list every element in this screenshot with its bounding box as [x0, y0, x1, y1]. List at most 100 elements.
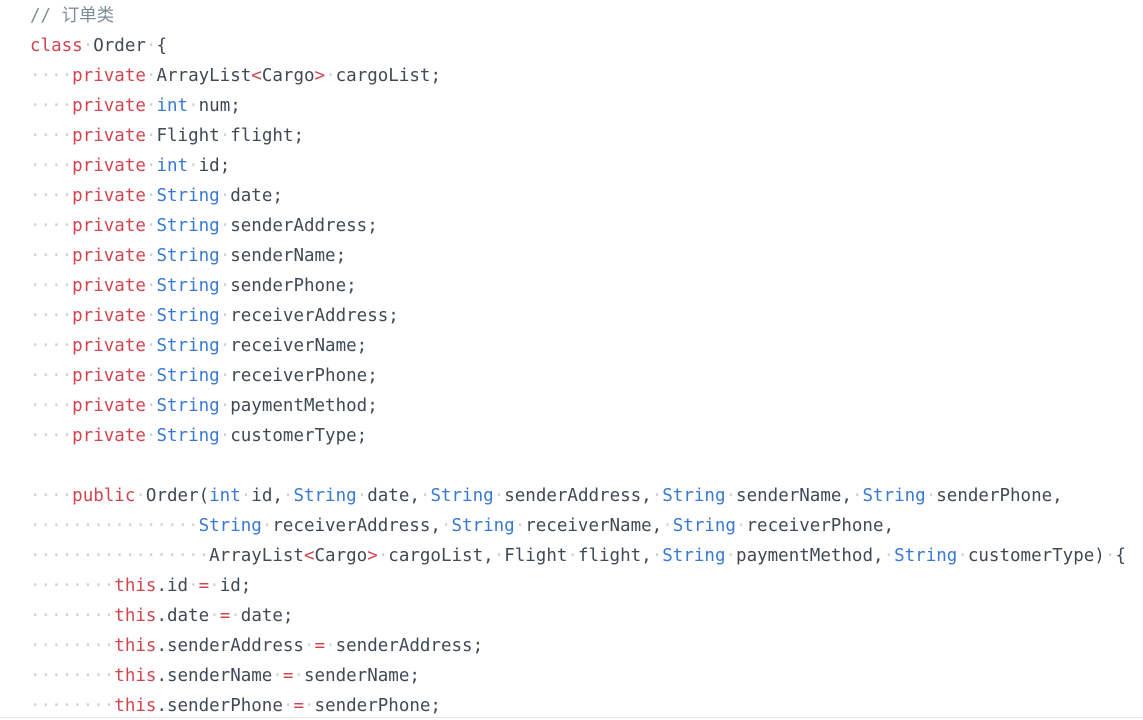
code-token: private	[72, 276, 146, 296]
whitespace-dots: ·	[219, 276, 231, 296]
code-token: Order(	[145, 486, 210, 506]
code-line[interactable]: ····public·Order(int·id,·String·date,·St…	[30, 481, 1143, 511]
code-line[interactable]: ····private·String·senderName;	[30, 241, 1143, 271]
code-line[interactable]: ········this.senderAddress·=·senderAddre…	[30, 631, 1143, 661]
code-line[interactable]	[30, 451, 1143, 481]
whitespace-dots: ················	[30, 516, 199, 536]
whitespace-dots: ·	[957, 546, 968, 566]
code-token: receiverPhone;	[230, 366, 378, 386]
whitespace-dots: ·	[145, 126, 157, 146]
code-token: int	[156, 96, 189, 116]
code-token: cargoList;	[335, 66, 441, 86]
code-token: private	[72, 216, 146, 236]
code-token: cargoList,	[388, 546, 494, 566]
whitespace-dots: ·	[219, 216, 231, 236]
code-token: String	[430, 486, 494, 506]
code-token: senderPhone,	[936, 486, 1063, 506]
whitespace-dots: ·	[145, 36, 157, 56]
whitespace-dots: ········	[30, 606, 115, 626]
code-line[interactable]: ·················ArrayList<Cargo>·cargoL…	[30, 541, 1143, 571]
code-line[interactable]: ····private·String·customerType;	[30, 421, 1143, 451]
whitespace-dots: ·	[145, 66, 157, 86]
code-token: String	[156, 366, 220, 386]
code-token: flight,	[577, 546, 652, 566]
code-line[interactable]: ········this.senderPhone·=·senderPhone;	[30, 691, 1143, 720]
code-line[interactable]: ····private·String·paymentMethod;	[30, 391, 1143, 421]
code-line[interactable]: ····private·String·date;	[30, 181, 1143, 211]
whitespace-dots: ·	[188, 96, 199, 116]
code-line[interactable]: // 订单类	[30, 1, 1143, 31]
whitespace-dots: ·	[567, 546, 578, 566]
whitespace-dots: ·	[493, 546, 505, 566]
whitespace-dots: ·	[419, 486, 431, 506]
code-line[interactable]: ····private·String·receiverName;	[30, 331, 1143, 361]
code-token: String	[672, 516, 736, 536]
whitespace-dots: ·	[1104, 546, 1116, 566]
code-line[interactable]: ····private·String·senderPhone;	[30, 271, 1143, 301]
code-token: private	[72, 96, 146, 116]
code-token: private	[72, 306, 146, 326]
code-token: private	[72, 126, 146, 146]
code-line[interactable]: ····private·String·senderAddress;	[30, 211, 1143, 241]
code-token: private	[72, 156, 146, 176]
whitespace-dots: ····	[30, 486, 73, 506]
code-line[interactable]: ····private·String·receiverPhone;	[30, 361, 1143, 391]
whitespace-dots: ·	[135, 486, 146, 506]
code-line[interactable]: ····private·int·num;	[30, 91, 1143, 121]
code-token: this	[114, 666, 157, 686]
code-token: String	[662, 546, 726, 566]
whitespace-dots: ·	[493, 486, 505, 506]
whitespace-dots: ·	[145, 396, 157, 416]
code-line[interactable]: ····private·Flight·flight;	[30, 121, 1143, 151]
code-token: Order	[93, 36, 146, 56]
whitespace-dots: ·	[145, 366, 157, 386]
whitespace-dots: ·	[145, 156, 157, 176]
code-token: .senderPhone	[156, 696, 283, 716]
code-token: String	[156, 276, 220, 296]
whitespace-dots: ·	[377, 546, 389, 566]
code-token: date,	[367, 486, 420, 506]
whitespace-dots: ·	[293, 666, 304, 686]
code-token: Flight	[156, 126, 220, 146]
code-token: .id	[156, 576, 189, 596]
code-token: senderName;	[230, 246, 347, 266]
whitespace-dots: ·	[725, 546, 737, 566]
code-token: =	[314, 636, 326, 656]
code-line[interactable]: ········this.date·=·date;	[30, 601, 1143, 631]
code-token: ArrayList	[209, 546, 304, 566]
code-token: private	[72, 396, 146, 416]
code-line[interactable]: ················String·receiverAddress,·…	[30, 511, 1143, 541]
whitespace-dots: ·	[735, 516, 747, 536]
code-token: String	[156, 246, 220, 266]
whitespace-dots: ·	[219, 366, 231, 386]
code-token: =	[198, 576, 210, 596]
code-line[interactable]: class·Order·{	[30, 31, 1143, 61]
code-token: public	[72, 486, 136, 506]
code-token: {	[1115, 546, 1126, 566]
code-token: receiverName;	[230, 336, 368, 356]
code-line[interactable]: ····private·ArrayList<Cargo>·cargoList;	[30, 61, 1143, 91]
code-line[interactable]: ········this.id·=·id;	[30, 571, 1143, 601]
code-token: //	[30, 6, 62, 26]
code-token: String	[156, 186, 220, 206]
whitespace-dots: ·	[725, 486, 737, 506]
whitespace-dots: ·················	[30, 546, 210, 566]
code-line[interactable]: ········this.senderName·=·senderName;	[30, 661, 1143, 691]
bottom-divider	[0, 717, 1143, 718]
code-line[interactable]: ····private·String·receiverAddress;	[30, 301, 1143, 331]
code-token: ArrayList	[156, 66, 252, 86]
whitespace-dots: ·	[145, 306, 157, 326]
whitespace-dots: ·	[219, 336, 231, 356]
code-token: receiverAddress;	[230, 306, 399, 326]
code-token: senderAddress,	[504, 486, 652, 506]
code-token: paymentMethod;	[230, 396, 378, 416]
code-token: .senderAddress	[156, 636, 304, 656]
code-token: Flight	[504, 546, 568, 566]
whitespace-dots: ·	[240, 486, 252, 506]
code-token: id;	[198, 156, 231, 176]
whitespace-dots: ·	[145, 186, 157, 206]
whitespace-dots: ·	[303, 696, 315, 716]
whitespace-dots: ·	[82, 36, 94, 56]
code-line[interactable]: ····private·int·id;	[30, 151, 1143, 181]
